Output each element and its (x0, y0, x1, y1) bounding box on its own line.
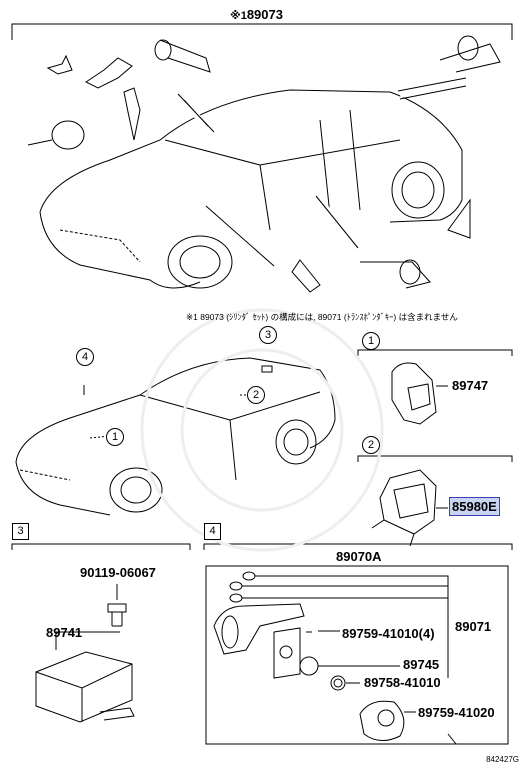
part-label-89758-41010[interactable]: 89758-41010 (364, 675, 441, 690)
title-prefix: ※1 (230, 10, 247, 22)
section4-frame (205, 565, 509, 745)
bracket-89747 (357, 349, 513, 356)
part-label-85980e[interactable]: 85980E (449, 497, 500, 516)
leader-89741 (55, 631, 120, 650)
bracket-marker-2: 2 (362, 436, 380, 454)
highlighted-part-85980e[interactable]: 85980E (449, 497, 500, 516)
part-label-89747[interactable]: 89747 (452, 378, 489, 393)
title-code: 89073 (246, 7, 283, 22)
marker-3: 3 (259, 326, 277, 344)
top-title: ※189073 (230, 8, 283, 22)
watermark (140, 308, 384, 552)
part-89741-drawing (35, 651, 135, 723)
section4-leader-lines (242, 575, 449, 713)
marker-2: 2 (247, 386, 265, 404)
bracket-marker-1: 1 (362, 332, 380, 350)
top-key-and-cylinder-parts (27, 35, 501, 293)
marker-1: 1 (106, 428, 124, 446)
part-label-89741[interactable]: 89741 (46, 625, 83, 640)
part-label-89759-41020[interactable]: 89759-41020 (418, 705, 495, 720)
section-4-marker: 4 (204, 523, 221, 540)
section-3-marker: 3 (12, 523, 29, 540)
part-89747-drawing (391, 362, 437, 425)
top-car-illustration (39, 89, 471, 289)
top-section-bracket (11, 23, 513, 40)
part-label-89759-41010[interactable]: 89759-41010(4) (342, 626, 435, 641)
cylinder-set-note: ※1 89073 (ｼﾘﾝﾀﾞ ｾｯﾄ) の構成には, 89071 (ﾄﾗﾝｽﾎ… (186, 312, 458, 322)
part-label-90119-06067[interactable]: 90119-06067 (80, 565, 156, 580)
bolt-drawing (107, 584, 127, 627)
part-label-89745[interactable]: 89745 (403, 657, 440, 672)
bracket-section4 (203, 543, 513, 550)
part-label-89070a[interactable]: 89070A (336, 549, 382, 564)
part-label-89071[interactable]: 89071 (455, 619, 492, 634)
bracket-section3 (11, 543, 191, 550)
middle-car-illustration (15, 357, 336, 516)
bracket-85980e (357, 455, 513, 462)
part-85980e-drawing (371, 469, 437, 547)
top-pointer-arrows (177, 79, 466, 265)
illustration-code: 842427G (486, 755, 519, 764)
marker-4: 4 (76, 348, 94, 366)
